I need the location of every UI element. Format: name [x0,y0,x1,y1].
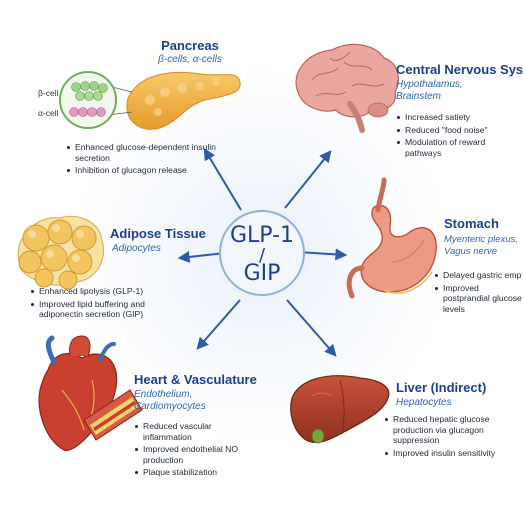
liver-title: Liver (Indirect) [396,380,520,395]
heart-effect: Plaque stabilization [143,467,258,478]
liver-effect: Improved insulin sensitivity [393,448,520,459]
heart-subtitle-line: Endothelium, [134,389,264,401]
adipose-effect: Enhanced lipolysis (GLP-1) [39,286,175,297]
adipose-title: Adipose Tissue [110,226,220,241]
heart-title: Heart & Vasculature [134,372,264,387]
liver-icon [291,376,389,443]
pancreas-effect: Inhibition of glucagon release [75,165,216,176]
pancreas-title: Pancreas [130,38,250,53]
liver-subtitle: Hepatocytes [396,397,520,409]
cns-effect: Modulation of reward pathways [405,137,515,158]
center-line-gip: GIP [220,263,304,285]
liver-effect: Reduced hepatic glucose production via g… [393,414,520,446]
adipose-panel: Adipose Tissue Adipocytes [110,226,220,255]
heart-effect: Reduced vascular inflammation [143,421,258,442]
liver-effects: Reduced hepatic glucose production via g… [384,414,520,460]
cns-title: Central Nervous System [396,62,521,77]
stomach-subtitle-line: Vagus nerve [444,246,522,258]
stomach-effects: Delayed gastric emptyin Improved postpra… [434,270,522,316]
heart-effect: Improved endothelial NO production [143,444,258,465]
stomach-effect: Delayed gastric emptyin [443,270,522,281]
stomach-panel: Stomach Myenteric plexus, Vagus nerve [444,216,522,258]
cns-subtitle-line: Hypothalamus, [396,79,521,91]
adipose-effects: Enhanced lipolysis (GLP-1) Improved lipi… [30,286,175,322]
adipose-effect: Improved lipid buffering and adiponectin… [39,299,175,320]
pancreas-effects: Enhanced glucose-dependent insulin secre… [66,142,216,178]
cns-effect: Reduced "food noise" [405,125,515,136]
liver-panel: Liver (Indirect) Hepatocytes [396,380,520,409]
stomach-subtitle-line: Myenteric plexus, [444,234,522,246]
cns-effect: Increased satiety [405,112,515,123]
pancreas-panel: Pancreas β-cells, α-cells [130,38,250,66]
heart-panel: Heart & Vasculature Endothelium, Cardiom… [134,372,264,480]
center-label: GLP-1 / GIP [220,223,304,289]
beta-cell-label: β-cell [38,88,58,98]
adipose-subtitle: Adipocytes [110,243,220,255]
cns-subtitle-line: Brainstem [396,91,521,103]
stomach-effect: Improved postprandial glucose levels [443,283,522,315]
stomach-title: Stomach [444,216,522,231]
pancreas-effect: Enhanced glucose-dependent insulin secre… [75,142,216,163]
center-line-glp1: GLP-1 [220,225,304,247]
cns-panel: Central Nervous System Hypothalamus, Bra… [396,62,521,160]
heart-subtitle-line: Cardiomyocytes [134,401,264,413]
pancreas-subtitle: β-cells, α-cells [130,54,250,66]
alpha-cell-label: α-cell [38,108,59,118]
